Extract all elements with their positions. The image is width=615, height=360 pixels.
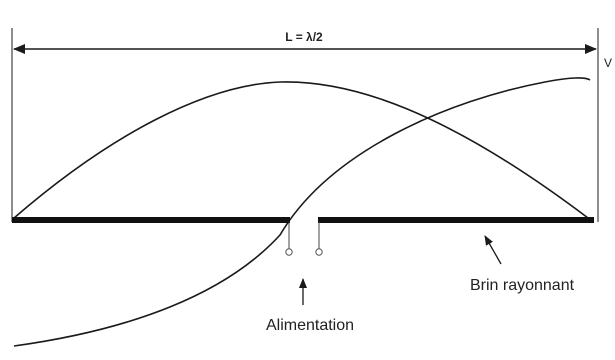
feed-terminal-left (285, 248, 293, 256)
radiator-pointer-arrow (484, 235, 502, 265)
edge-label: V (604, 56, 612, 70)
radiator-label: Brin rayonnant (470, 277, 575, 294)
feed-terminal-right (315, 248, 323, 256)
length-label: L = λ/2 (285, 30, 323, 44)
current-distribution-curve (13, 81, 589, 219)
voltage-distribution-curve (13, 77, 591, 347)
feed-label: Alimentation (266, 317, 354, 334)
